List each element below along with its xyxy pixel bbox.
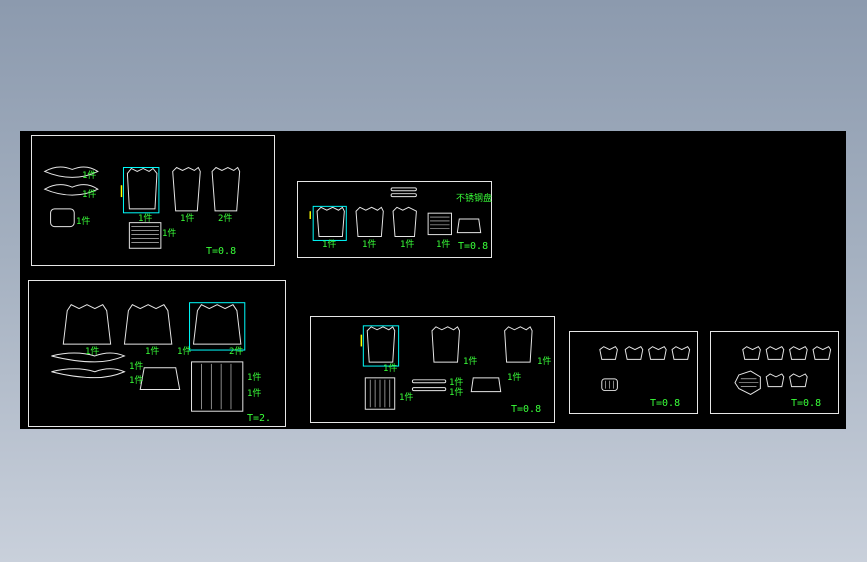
cad-drawing-canvas[interactable]: 1件 1件 1件 1件 1件 2件 1件 T=0.8 不锈钢盘 1件 1件 1件… [20,131,846,429]
side-panel-shape [504,326,533,363]
side-panel-shape [366,326,396,363]
handle-part-shape [390,193,417,198]
quantity-label: 1件 [507,373,522,383]
quantity-label: 1件 [129,376,144,386]
bracket-part-shape [765,373,785,388]
quantity-label: 1件 [82,190,97,200]
quantity-label: 1件 [399,393,414,403]
handle-part-shape [411,387,447,392]
quantity-label: 1件 [362,240,377,250]
side-panel-shape [355,206,384,238]
grate-part-shape [601,378,618,392]
quantity-label: 1件 [400,240,415,250]
handle-part-shape [390,187,417,192]
bracket-part-shape [789,373,808,388]
thickness-label: T=0.8 [206,246,237,257]
grill-grid-shape [427,212,452,236]
frame-3-shapes [51,302,246,412]
frame-6-shapes [734,346,832,396]
selection-box [189,302,246,351]
grill-grid-shape [128,222,162,249]
drawing-frame-1: 1件 1件 1件 1件 1件 2件 1件 T=0.8 [31,135,275,266]
side-panel-shape [392,206,417,238]
drawing-frame-5: T=0.8 [569,331,698,414]
side-panel-shape [123,304,173,345]
thickness-label: T=2. [247,413,272,424]
bracket-part-shape [742,346,761,360]
quantity-label: 1件 [383,364,398,374]
side-panel-shape [126,167,158,210]
quantity-label: 1件 [129,362,144,372]
frame-2-shapes [309,187,482,241]
drawing-frame-3: 1件 1件 1件 2件 1件 1件 1件 1件 T=2. [28,280,286,427]
side-panel-shape [211,166,241,212]
bracket-part-shape [599,346,618,360]
drawing-frame-6: T=0.8 [710,331,839,414]
side-panel-shape [192,304,242,345]
quantity-label: 1件 [322,240,337,250]
frame-5-shapes [599,346,691,392]
frame-1-shapes [43,166,241,249]
quantity-label: 1件 [138,214,153,224]
bracket-part-shape [671,346,691,360]
thickness-label: T=0.8 [511,404,542,415]
side-panel-shape [316,206,345,238]
quantity-label: 1件 [82,171,97,181]
bracket-part-shape [765,346,785,360]
quantity-label: 2件 [218,214,233,224]
plate-part-shape [50,208,75,228]
quantity-label: 1件 [537,357,552,367]
thickness-label: T=0.8 [458,241,489,252]
quantity-label: 1件 [177,347,192,357]
rim-part-shape [43,184,99,196]
quantity-label: 1件 [247,373,262,383]
side-panel-shape [172,166,201,212]
drawing-frame-4: 1件 1件 1件 1件 1件 1件 1件 T=0.8 [310,316,555,423]
side-panel-shape [62,304,112,345]
rim-part-shape [43,166,99,178]
rim-part-shape [51,368,126,379]
bracket-part-shape [648,346,667,360]
hex-grate-shape [734,370,761,396]
selection-box [362,325,400,367]
thickness-label: T=0.8 [791,398,822,409]
grill-grid-shape [191,361,244,412]
tray-part-shape [139,367,181,390]
bracket-part-shape [624,346,644,360]
part-title-label: 不锈钢盘 [456,194,493,204]
quantity-label: 2件 [229,347,244,357]
tray-part-shape [470,377,502,393]
quantity-label: 1件 [449,378,464,388]
selection-box [312,205,347,241]
selection-box [122,167,160,214]
quantity-label: 1件 [247,389,262,399]
frame-4-shapes [360,325,533,410]
tray-part-shape [456,218,482,234]
quantity-label: 1件 [463,357,478,367]
quantity-label: 1件 [449,388,464,398]
quantity-label: 1件 [180,214,195,224]
quantity-label: 1件 [145,347,160,357]
quantity-label: 1件 [436,240,451,250]
rim-part-shape [51,352,126,363]
bracket-part-shape [789,346,808,360]
handle-part-shape [411,379,447,384]
grill-grid-shape [364,377,396,410]
quantity-label: 1件 [85,347,100,357]
quantity-label: 1件 [162,229,177,239]
quantity-label: 1件 [76,217,91,227]
drawing-frame-2: 不锈钢盘 1件 1件 1件 1件 T=0.8 [297,181,492,258]
thickness-label: T=0.8 [650,398,681,409]
bracket-part-shape [812,346,832,360]
side-panel-shape [431,326,460,363]
